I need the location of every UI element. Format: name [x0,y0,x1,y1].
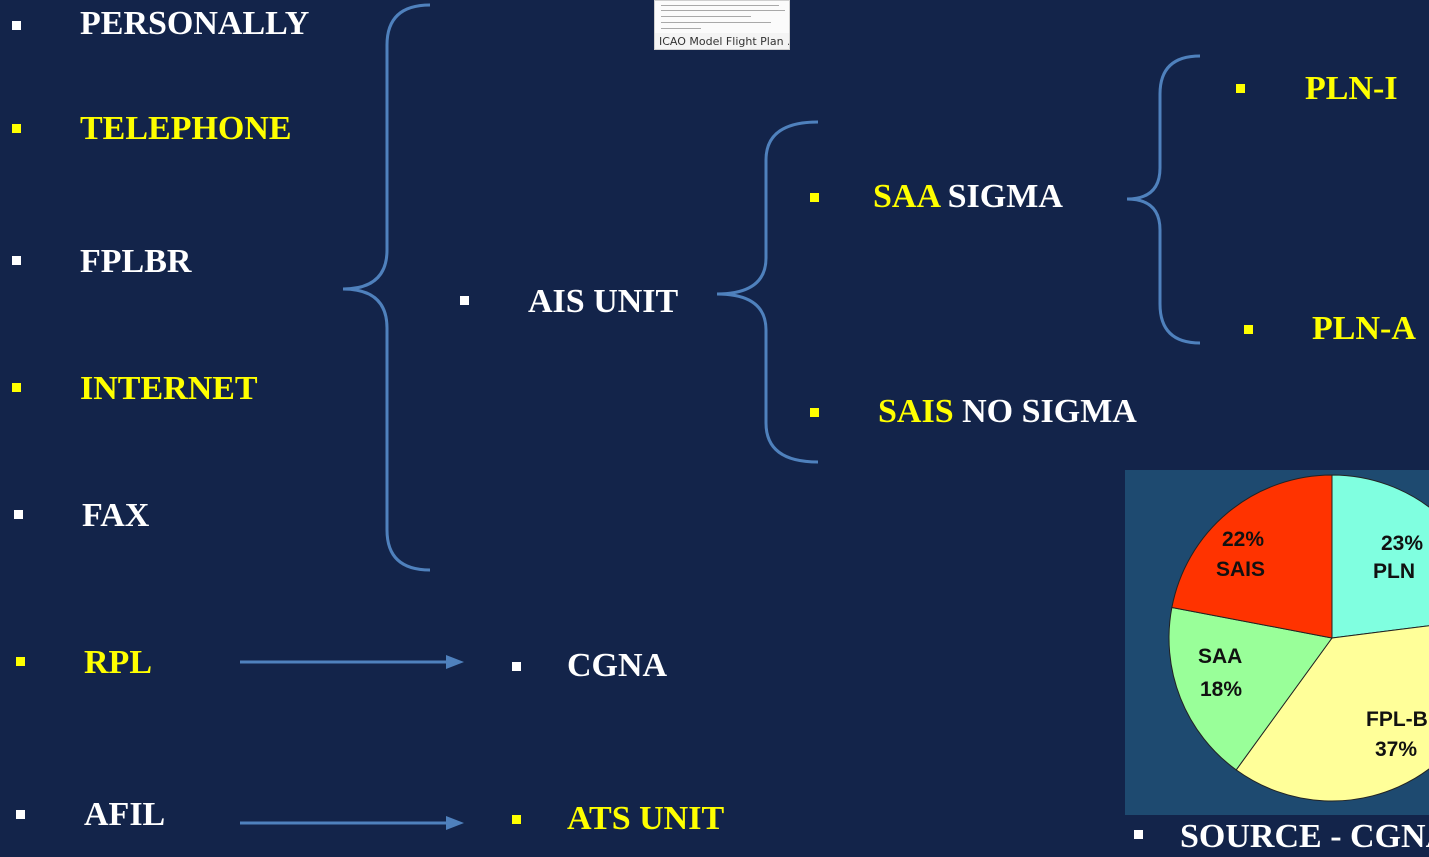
fplbr-name-label: FPL-BR [1366,708,1429,731]
pie-slice-sais [1171,474,1333,639]
saa-rest: SIGMA [939,178,1063,215]
connectors [240,3,1201,830]
saa-highlight: SAA [873,178,940,215]
sais-no-sigma-label: SAIS NO SIGMA [878,392,1137,432]
bullet-icon [12,21,21,30]
flight-plan-thumbnail[interactable]: ICAO Model Flight Plan ... [654,0,790,50]
pln-percent-label: 23% [1381,532,1424,555]
source-fax: FAX [82,497,150,534]
bullet-icon [12,124,21,133]
pln-a-label: PLN-A [1312,310,1416,347]
bullet-icon [14,510,23,519]
source-internet: INTERNET [80,370,258,407]
bullet-icon [512,815,521,824]
bullet-icon [16,810,25,819]
pie-slice-pln [1331,474,1429,639]
source-personally: PERSONALLY [80,5,310,42]
sais-name-label: SAIS [1216,558,1266,581]
bullet-icon [512,662,521,671]
bullet-icon [1244,325,1253,334]
saa-sigma-label: SAA SIGMA [873,177,1063,217]
saa-brace [1126,54,1201,345]
bullet-icon [810,408,819,417]
ais-unit-label: AIS UNIT [528,283,679,320]
left-brace [342,3,431,572]
pie-chart [1168,474,1429,802]
source-fplbr: FPLBR [80,243,192,280]
bullet-icon [12,256,21,265]
sais-rest: NO SIGMA [953,393,1137,430]
source-telephone: TELEPHONE [80,110,292,147]
afil-arrow [240,816,464,830]
bullet-icon [1236,84,1245,93]
sais-percent-label: 22% [1222,528,1265,551]
pln-i-label: PLN-I [1305,70,1398,107]
cgna-label: CGNA [567,647,668,684]
source-rpl: RPL [84,644,152,681]
sais-highlight: SAIS [878,393,954,430]
bullet-icon [16,657,25,666]
bullet-icon [810,193,819,202]
pie-chart-panel: 22% SAIS 23% PLN SAA 18% FPL-BR 37% [1125,470,1429,815]
thumbnail-caption: ICAO Model Flight Plan ... [659,35,790,48]
document-preview-icon [655,1,789,33]
source-afil: AFIL [84,796,166,833]
pln-name-label: PLN [1373,560,1415,583]
bullet-icon [12,383,21,392]
pie-slice-saa [1168,606,1333,771]
rpl-arrow [240,655,464,669]
source-label: SOURCE - CGNA [1180,818,1429,855]
fplbr-percent-label: 37% [1375,738,1418,761]
bullet-icon [460,296,469,305]
bullet-icon [1134,830,1143,839]
pie-slice-fpl-br [1235,625,1429,802]
ais-brace [716,120,819,464]
saa-name-label: SAA [1198,645,1243,668]
ats-unit-label: ATS UNIT [567,800,725,837]
saa-percent-label: 18% [1200,678,1243,701]
